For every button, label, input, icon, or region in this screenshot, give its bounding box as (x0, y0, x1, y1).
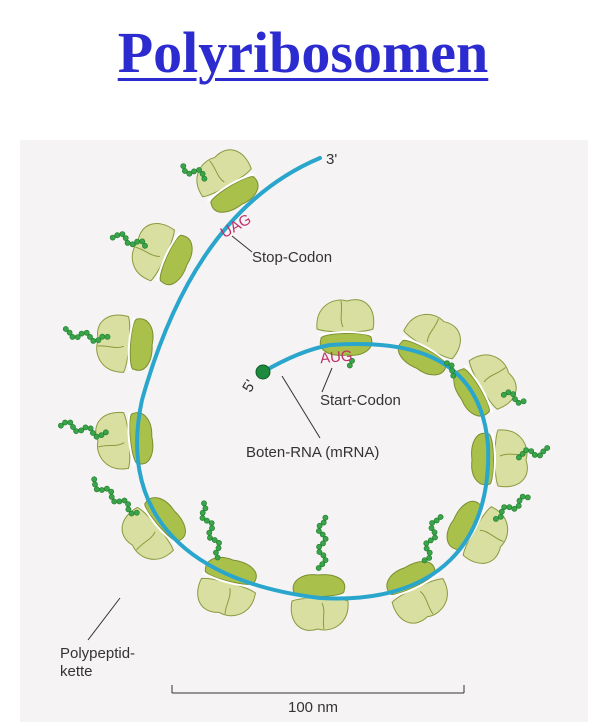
start-codon-label: Start-Codon (320, 392, 401, 409)
polypeptide-chain (199, 500, 222, 561)
three-prime-label: 3' (326, 151, 337, 168)
ribosome (196, 149, 259, 213)
scale-bar (171, 685, 465, 694)
ribosome (453, 354, 517, 417)
polypeptide-label-line1: Polypeptid- (60, 645, 135, 662)
stop-codon-label: Stop-Codon (252, 249, 332, 266)
mrna-label: Boten-RNA (mRNA) (246, 444, 379, 461)
polyribosome-diagram: 3' 5' UAG Stop-Codon AUG Start-Codon Bot… (20, 140, 588, 722)
ribosome (96, 314, 154, 373)
start-codon-sequence: AUG (319, 348, 353, 368)
polypeptide-chain (62, 326, 111, 344)
start-codon-pointer (321, 367, 333, 393)
stop-codon-sequence: UAG (218, 211, 255, 242)
ribosome (121, 497, 186, 560)
ribosome (386, 561, 448, 624)
polypeptide-chain (91, 476, 140, 517)
polypeptide-chain (500, 389, 527, 406)
mrna-strand (135, 156, 491, 601)
ribosome (95, 411, 154, 470)
ribosome-layer (95, 149, 528, 631)
polypeptide-chain (421, 514, 444, 564)
peptide-layer (58, 163, 551, 571)
polypeptide-pointer (87, 597, 121, 641)
polypeptide-chain (180, 163, 208, 182)
scale-label: 100 nm (288, 699, 338, 716)
page-title: Polyribosomen (117, 20, 489, 85)
ribosome (131, 223, 193, 286)
polypeptide-chain (492, 493, 531, 522)
polypeptide-chain (58, 419, 109, 440)
polypeptide-chain (515, 445, 551, 461)
ribosome (290, 574, 349, 631)
polypeptide-chain (315, 514, 329, 571)
five-prime-cap (255, 364, 271, 380)
ribosome (197, 557, 257, 617)
polypeptide-label-line2: kette (60, 663, 93, 680)
polypeptide-chain (346, 357, 355, 369)
polypeptide-chain (109, 231, 148, 249)
polypeptide-chain (443, 360, 457, 379)
mrna-pointer (281, 375, 321, 439)
five-prime-label: 5' (239, 377, 259, 395)
stop-codon-pointer (231, 235, 253, 253)
